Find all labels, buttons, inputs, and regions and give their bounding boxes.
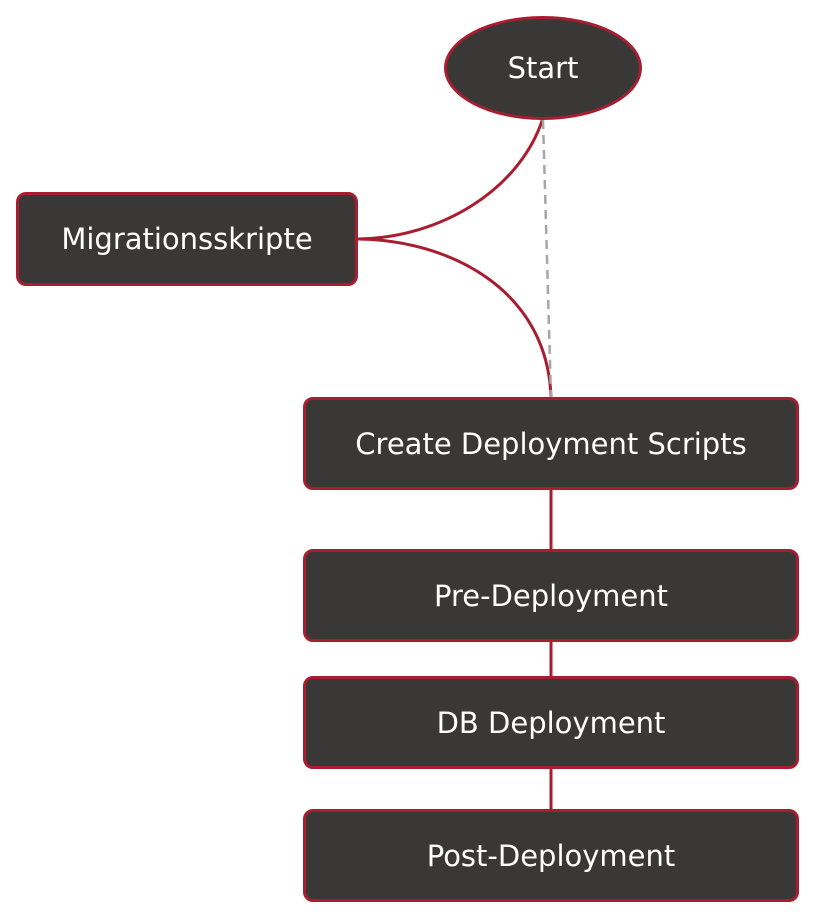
start-node[interactable]: Start [444,16,642,120]
post-deployment-node-label: Post-Deployment [426,838,676,873]
create-deployment-scripts-node[interactable]: Create Deployment Scripts [303,397,799,490]
migrationsskripte-node-label: Migrationsskripte [61,222,313,256]
post-deployment-node[interactable]: Post-Deployment [303,809,799,902]
db-deployment-node[interactable]: DB Deployment [303,676,799,769]
create-deployment-scripts-node-label: Create Deployment Scripts [355,426,747,461]
pre-deployment-node-label: Pre-Deployment [434,578,668,613]
connector-migration-to-create [357,237,553,399]
dashed-connector-start-to-create [541,119,553,398]
connector-start-to-migration [357,117,545,241]
start-node-label: Start [507,51,579,85]
db-deployment-node-label: DB Deployment [436,705,666,740]
pre-deployment-node[interactable]: Pre-Deployment [303,549,799,642]
migrationsskripte-node[interactable]: Migrationsskripte [16,192,358,286]
